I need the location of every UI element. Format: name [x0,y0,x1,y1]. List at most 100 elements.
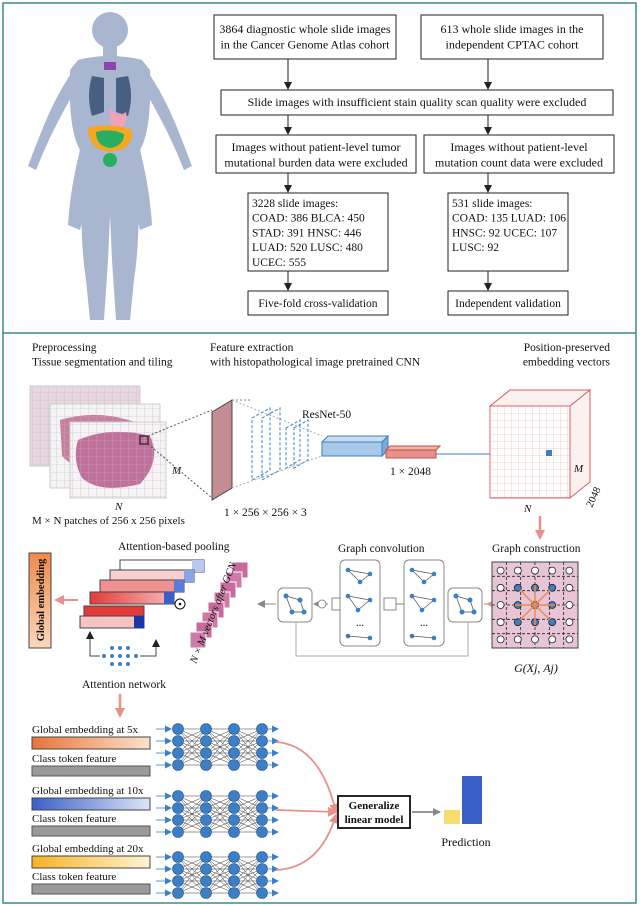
ge-20x-label: Global embedding at 20x [32,843,144,855]
mlp-neuron [256,851,268,863]
resnet-label: ResNet-50 [302,409,351,421]
graph-construction-grid [491,561,579,649]
mlp-neuron [256,723,268,735]
graph-node [496,583,505,592]
mlp-neuron [200,814,212,826]
mlp-neuron [256,875,268,887]
graph-node [548,618,557,627]
attention-pooling-stack [79,559,205,629]
mlp-neuron [228,826,240,838]
tcga-box [213,14,397,60]
mlp-neuron [228,790,240,802]
n-cube-label: N [523,503,532,515]
graph-node [513,583,522,592]
mlp-neuron [256,802,268,814]
mlp-neuron [172,723,184,735]
mlp-neuron [256,790,268,802]
glm-box [337,795,411,829]
mlp-network [156,851,279,899]
graph-node [513,618,522,627]
mlp-neuron [172,759,184,771]
mlp-neuron [228,887,240,899]
tmb-excluded-box [215,134,417,174]
mlp-neuron [228,747,240,759]
class-token-label-2: Class token feature [32,813,116,825]
mlp-neuron [256,747,268,759]
mlp-neuron [200,851,212,863]
class-token-bar-1 [31,765,151,777]
mlp-neuron [172,790,184,802]
graph-node [531,635,539,644]
mlp-neuron [172,851,184,863]
graph-node [548,635,557,644]
mlp-neuron [200,863,212,875]
mlp-neuron [172,747,184,759]
tcga-counts-box [247,192,389,272]
attention-pooling-label: Attention-based pooling [118,541,230,553]
mlp-neuron [172,826,184,838]
independent-validation-text: Independent validation [455,298,561,310]
mlp-neuron [228,851,240,863]
slide-tiles [29,385,167,499]
mlp-neuron [172,887,184,899]
gcn-vector-stack [189,561,249,649]
gcn-ellipsis-2: ... [420,617,429,629]
graph-node [565,601,574,609]
graph-node [531,566,539,575]
graph-node [496,566,505,575]
attention-network-icon [86,631,160,666]
mlp-neuron [200,759,212,771]
prediction-row: Global embedding at 5x Class token featu… [31,723,491,899]
mlp-neuron [200,887,212,899]
pipeline-row-2: Attention-based pooling Graph convolutio… [28,541,581,718]
mlp-neuron [172,735,184,747]
mlp-neuron [200,790,212,802]
mlp-neuron [256,863,268,875]
m-cube-label: M [573,463,584,475]
mlp-neuron [228,759,240,771]
class-token-label-1: Class token feature [32,753,116,765]
n-label: N [114,501,123,513]
graph-node [513,635,522,644]
ge-10x-bar [31,797,151,811]
mc-excluded-box [423,134,615,174]
graph-node [513,566,522,575]
d-cube-label: 2048 [585,486,604,510]
graph-node [548,583,557,592]
cross-validation-box [247,290,389,316]
graph-convolution-label: Graph convolution [338,543,425,555]
graph-node [565,566,574,575]
global-embedding-label: Global embedding [36,558,47,641]
mlp-networks [156,723,279,899]
gcn-ellipsis-1: ... [356,617,365,629]
graph-node [496,618,505,627]
cptac-counts-box [447,192,569,272]
mlp-neuron [228,802,240,814]
mlp-neuron [228,814,240,826]
mlp-network [156,723,279,771]
graph-node [565,635,574,644]
mlp-neuron [200,735,212,747]
mlp-neuron [228,875,240,887]
mlp-neuron [172,814,184,826]
ge-5x-bar [31,736,151,750]
m-label: M [171,465,182,477]
graph-node [496,601,505,609]
graph-node [565,618,574,627]
graph-node [565,583,574,592]
cnn-illustration [211,399,442,501]
mlp-neuron [256,826,268,838]
ge-20x-bar [31,855,151,869]
mlp-neuron [200,723,212,735]
mlp-neuron [256,887,268,899]
